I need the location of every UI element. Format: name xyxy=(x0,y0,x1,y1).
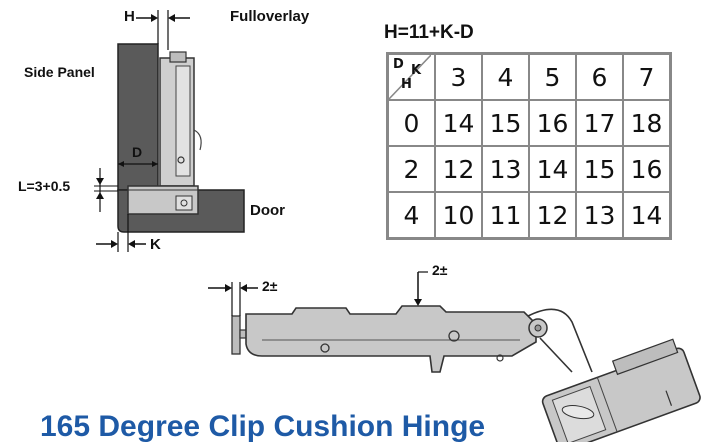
d-value-cell: 2 xyxy=(386,145,436,193)
h-value-cell: 14 xyxy=(434,99,483,147)
corner-diagonal-icon xyxy=(389,55,431,99)
h-value-cell: 12 xyxy=(528,191,577,240)
dimension-table: D K H 3 4 5 6 7 0 14 15 16 17 18 2 12 13… xyxy=(386,52,672,240)
clearance-top-label: 2± xyxy=(432,262,448,278)
h-value-cell: 13 xyxy=(481,145,530,193)
h-value-cell: 15 xyxy=(575,145,624,193)
table-header-row: D K H 3 4 5 6 7 xyxy=(386,52,672,101)
h-value-cell: 18 xyxy=(622,99,672,147)
d-value-cell: 0 xyxy=(386,99,436,147)
full-overlay-label: Fulloverlay xyxy=(230,8,310,25)
corner-d-label: D xyxy=(393,57,404,72)
table-row: 0 14 15 16 17 18 xyxy=(386,99,672,147)
clearance-left-label: 2± xyxy=(262,278,278,294)
side-panel-label: Side Panel xyxy=(24,64,95,80)
page-title: 165 Degree Clip Cushion Hinge xyxy=(40,410,486,443)
k-value-cell: 6 xyxy=(575,52,624,101)
table-row: 4 10 11 12 13 14 xyxy=(386,191,672,240)
k-value-cell: 5 xyxy=(528,52,577,101)
corner-k-label: K xyxy=(411,63,422,78)
side-panel-shape xyxy=(117,43,159,191)
k-marker-label: K xyxy=(150,236,161,253)
table-corner-cell: D K H xyxy=(386,52,436,101)
h-value-cell: 16 xyxy=(622,145,672,193)
k-value-cell: 4 xyxy=(481,52,530,101)
d-value-cell: 4 xyxy=(386,191,436,240)
l-formula-label: L=3+0.5 xyxy=(18,178,71,194)
table-row: 2 12 13 14 15 16 xyxy=(386,145,672,193)
h-value-cell: 16 xyxy=(528,99,577,147)
h-value-cell: 14 xyxy=(622,191,672,240)
h-value-cell: 13 xyxy=(575,191,624,240)
hinge-body-shape xyxy=(245,305,537,373)
h-value-cell: 17 xyxy=(575,99,624,147)
door-label: Door xyxy=(250,202,285,219)
k-value-cell: 3 xyxy=(434,52,483,101)
d-marker-label: D xyxy=(132,144,143,160)
h-value-cell: 10 xyxy=(434,191,483,240)
h-value-cell: 11 xyxy=(481,191,530,240)
k-value-cell: 7 xyxy=(622,52,672,101)
h-value-cell: 15 xyxy=(481,99,530,147)
corner-h-label: H xyxy=(401,77,412,92)
formula-label: H=11+K-D xyxy=(384,22,474,43)
h-marker-label: H xyxy=(124,8,135,25)
h-value-cell: 12 xyxy=(434,145,483,193)
h-value-cell: 14 xyxy=(528,145,577,193)
